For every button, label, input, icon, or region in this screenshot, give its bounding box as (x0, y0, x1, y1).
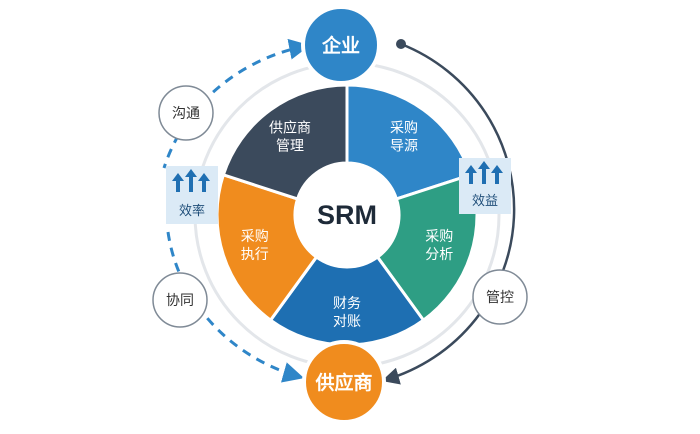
benefit-card-label: 效益 (472, 194, 498, 209)
segment-execution-label-1: 采购 (241, 229, 269, 245)
communicate-bubble-label: 沟通 (172, 106, 200, 122)
enterprise-node-label: 企业 (321, 34, 360, 57)
solid-flow-right (381, 42, 516, 385)
communicate-bubble (158, 85, 214, 141)
efficiency-card: 效率 (166, 166, 218, 224)
control-bubble-label: 管控 (486, 290, 514, 306)
segment-reconciliation-label-2: 对账 (333, 314, 361, 330)
up-arrows-icon (465, 161, 503, 184)
segment-supplier-management-label-1: 供应商 (269, 120, 311, 137)
benefit-card: 效益 (459, 158, 511, 214)
efficiency-card-label: 效率 (179, 203, 205, 219)
supplier-node-label: 供应商 (314, 371, 372, 394)
segment-execution-label-2: 执行 (241, 247, 269, 263)
srm-hub-label: SRM (317, 200, 377, 230)
segment-analysis-label-1: 采购 (425, 229, 453, 245)
dashed-flow-left-up (162, 38, 311, 169)
collaborate-bubble (152, 272, 208, 328)
segment-analysis-label-2: 分析 (425, 247, 453, 263)
segment-supplier-management-label-2: 管理 (276, 139, 304, 155)
up-arrows-icon (172, 169, 210, 192)
segment-reconciliation-label-1: 财务 (333, 296, 361, 312)
dashed-flow-left-mid (166, 231, 305, 383)
control-bubble (472, 269, 528, 325)
segment-sourcing-label-2: 导源 (390, 139, 418, 155)
supplier-node (302, 340, 386, 424)
collaborate-bubble-label: 协同 (166, 293, 194, 309)
enterprise-node (301, 5, 381, 85)
srm-hub (295, 163, 399, 267)
segment-sourcing-label-1: 采购 (390, 121, 418, 137)
